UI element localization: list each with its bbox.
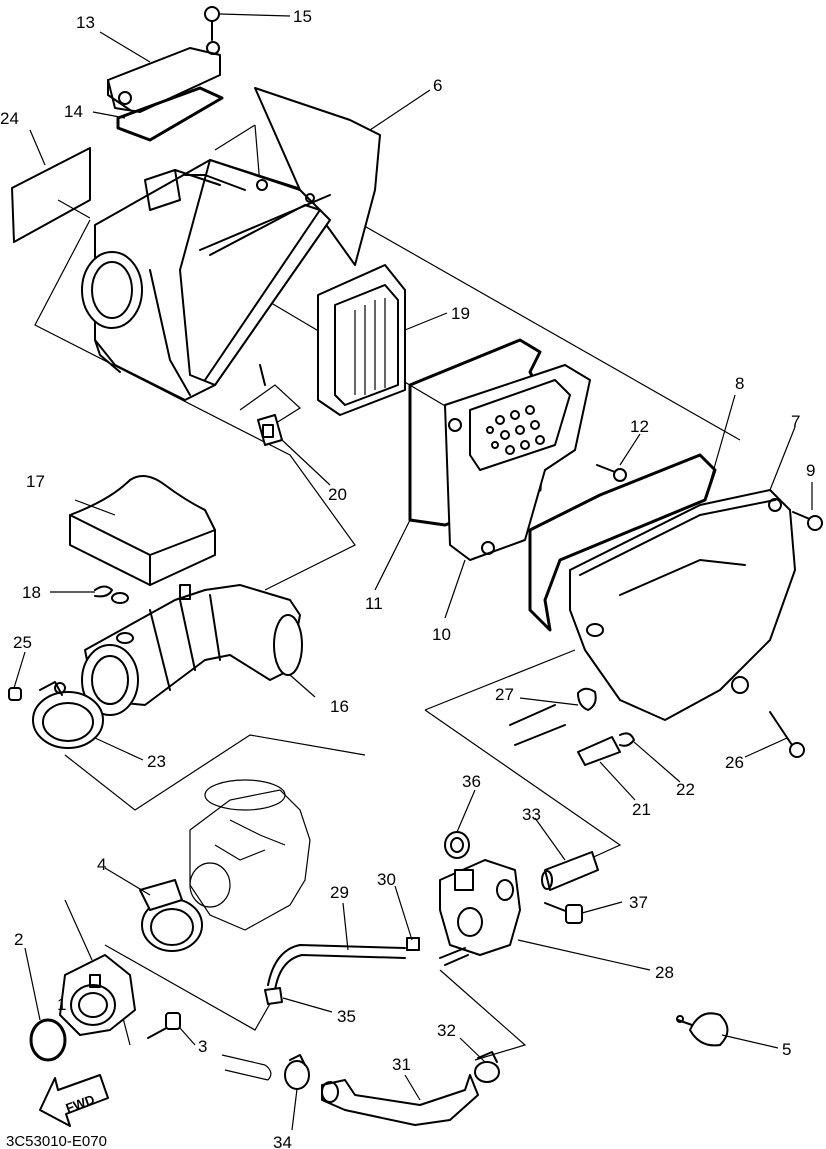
carb-joint — [59, 954, 136, 1036]
top-cover — [107, 41, 221, 113]
callout-33: 33 — [522, 805, 541, 824]
callout-14: 14 — [64, 102, 83, 121]
drain-pipe — [509, 704, 566, 746]
callout-22: 22 — [676, 780, 695, 799]
clamp-4 — [139, 879, 203, 952]
filter-guide — [444, 364, 591, 561]
callout-27: 27 — [495, 685, 514, 704]
callout-31: 31 — [392, 1055, 411, 1074]
hose-clamp-23 — [32, 681, 104, 749]
callout-23: 23 — [147, 752, 166, 771]
clamp-27 — [577, 687, 597, 711]
callout-1: 1 — [57, 995, 66, 1014]
callout-4: 4 — [97, 855, 106, 874]
callout-19: 19 — [451, 304, 470, 323]
callout-21: 21 — [632, 800, 651, 819]
air-filter-element — [317, 264, 406, 416]
duct-pad — [69, 475, 216, 586]
callout-25: 25 — [13, 633, 32, 652]
callout-10: 10 — [432, 625, 451, 644]
callout-2: 2 — [14, 930, 23, 949]
clip-5 — [676, 1012, 729, 1047]
bolt-26 — [769, 711, 805, 758]
callout-20: 20 — [328, 485, 347, 504]
callout-32: 32 — [437, 1021, 456, 1040]
o-ring — [29, 1018, 67, 1062]
band-18 — [94, 585, 129, 604]
intake-joint — [81, 584, 303, 716]
pin-22 — [619, 732, 635, 747]
bolt-3 — [147, 1012, 181, 1039]
callout-labels: 1 2 3 4 5 6 7 8 9 10 11 12 13 14 15 16 1… — [0, 7, 815, 1149]
callout-37: 37 — [629, 893, 648, 912]
callout-24: 24 — [0, 109, 19, 128]
callout-5: 5 — [782, 1040, 791, 1059]
callout-34: 34 — [273, 1133, 292, 1149]
clip-30 — [406, 937, 420, 951]
callout-8: 8 — [735, 374, 744, 393]
pipe-33 — [541, 851, 599, 891]
callout-36: 36 — [462, 772, 481, 791]
callout-30: 30 — [377, 870, 396, 889]
pipe-outline — [221, 1054, 272, 1081]
fuel-hose-31 — [321, 1074, 479, 1126]
callout-6: 6 — [433, 76, 442, 95]
callout-7: 7 — [791, 412, 800, 431]
carburetor-outline — [189, 779, 311, 931]
cap-25 — [8, 687, 22, 701]
air-box — [81, 87, 381, 401]
leader-lines — [13, 13, 813, 1131]
callout-16: 16 — [330, 697, 349, 716]
callout-35: 35 — [337, 1007, 356, 1026]
screw-12 — [596, 464, 627, 482]
callout-15: 15 — [293, 7, 312, 26]
callout-12: 12 — [630, 417, 649, 436]
diagram-code: 3C53010-E070 — [6, 1133, 107, 1149]
callout-3: 3 — [198, 1037, 207, 1056]
drain-cap-21 — [577, 736, 621, 766]
clamp-34 — [284, 1054, 310, 1090]
fuel-cock — [439, 859, 521, 966]
callout-11: 11 — [365, 594, 383, 613]
clip-35 — [264, 987, 283, 1005]
callout-13: 13 — [76, 13, 95, 32]
clamp-32 — [474, 1051, 500, 1083]
gasket-36 — [444, 831, 470, 859]
callout-18: 18 — [22, 583, 41, 602]
sticker-panel — [11, 147, 91, 243]
bolt-37 — [544, 902, 583, 924]
air-box-cover — [569, 489, 796, 721]
callout-29: 29 — [330, 883, 349, 902]
cover-gasket — [116, 86, 224, 142]
cover-seal — [528, 453, 717, 632]
callout-17: 17 — [26, 472, 45, 491]
callout-9: 9 — [806, 461, 815, 480]
callout-28: 28 — [655, 963, 674, 982]
callout-26: 26 — [725, 753, 744, 772]
clip — [257, 414, 283, 446]
cover-screw — [204, 6, 220, 41]
forward-arrow-icon: FWD — [39, 1074, 109, 1127]
screw-9 — [792, 511, 823, 531]
fuel-hose-29 — [267, 944, 406, 991]
